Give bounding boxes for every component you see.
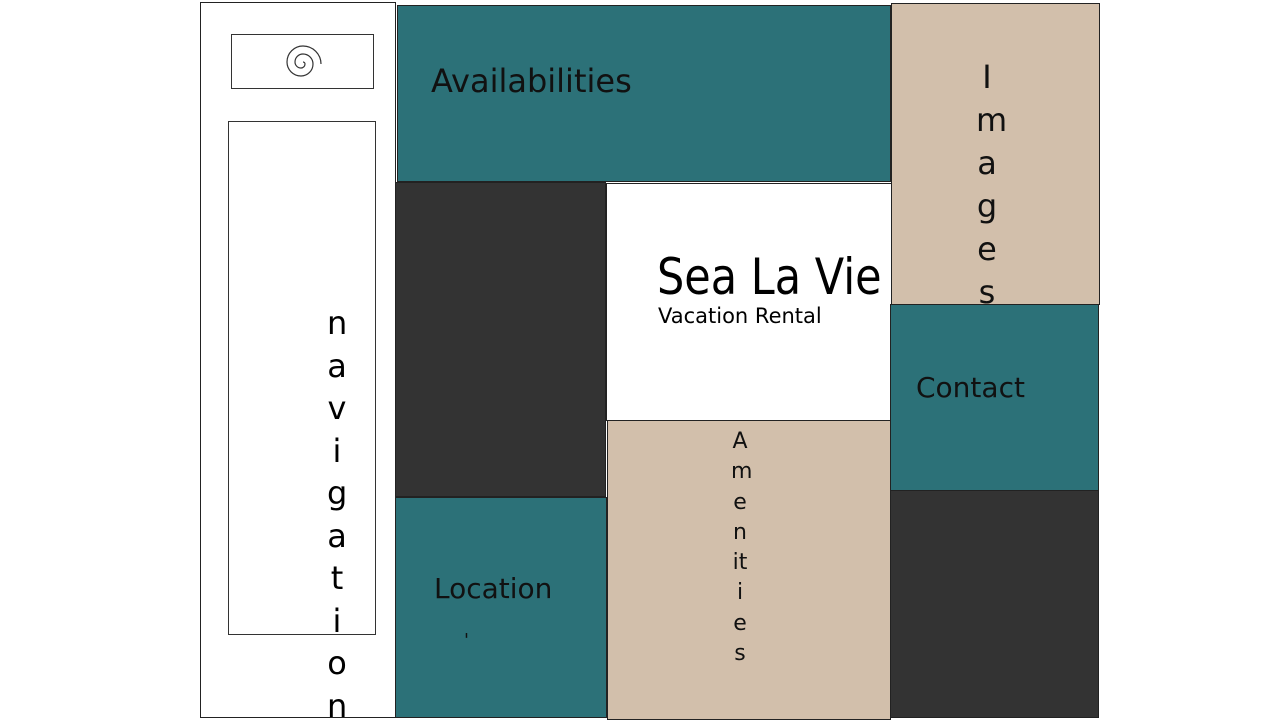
logo[interactable] — [231, 34, 374, 89]
dark-panel-left — [395, 182, 606, 497]
navigation-label: navigation — [327, 304, 348, 725]
amenities-tile[interactable]: Amenities — [607, 420, 891, 720]
brand-title: Sea La Vie — [657, 248, 882, 306]
amenities-label: Amenities — [731, 429, 753, 667]
availabilities-tile[interactable]: Availabilities — [397, 5, 891, 182]
location-label: Location — [434, 572, 553, 605]
brand-tile: Sea La Vie Vacation Rental — [606, 183, 892, 421]
location-mark: ' — [464, 630, 469, 651]
location-tile[interactable]: Location ' — [395, 497, 607, 718]
availabilities-label: Availabilities — [431, 62, 632, 100]
contact-tile[interactable]: Contact — [890, 304, 1099, 491]
dark-panel-right — [890, 490, 1099, 718]
navigation-panel[interactable]: navigation — [228, 121, 376, 725]
images-tile[interactable]: Images — [891, 3, 1100, 311]
images-label: Images — [976, 58, 1008, 311]
spiral-icon — [285, 44, 322, 77]
contact-label: Contact — [916, 371, 1025, 404]
brand-subtitle: Vacation Rental — [658, 304, 822, 328]
